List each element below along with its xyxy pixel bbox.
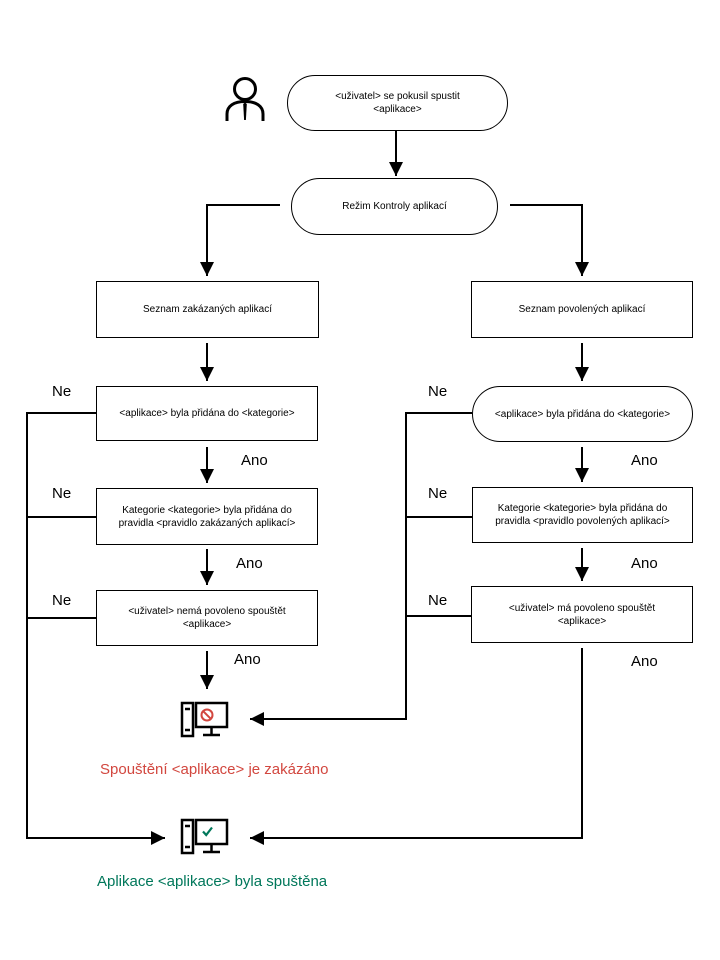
right-yes-label-2: Ano <box>631 555 658 572</box>
arrow-left-no-trunk-to-allowed <box>26 412 165 845</box>
left-step3-label: <uživatel> nemá povoleno spouštět <aplik… <box>128 606 286 630</box>
allowed-list-node: Seznam povolených aplikací <box>471 281 693 338</box>
left-yes-label-2: Ano <box>236 555 263 572</box>
right-step3-node: <uživatel> má povoleno spouštět <aplikac… <box>471 586 693 643</box>
user-icon <box>225 77 265 121</box>
allowed-list-label: Seznam povolených aplikací <box>518 304 646 315</box>
allowed-computer-icon <box>180 818 229 855</box>
allowed-result-caption: Aplikace <aplikace> byla spuštěna <box>97 873 328 890</box>
left-step2-node: Kategorie <kategorie> byla přidána do pr… <box>96 488 318 545</box>
arrow-right-step3-yes-to-allowed <box>250 648 583 845</box>
left-yes-label-1: Ano <box>241 452 268 469</box>
left-no-label-3: Ne <box>52 592 72 609</box>
right-step3-label: <uživatel> má povoleno spouštět <aplikac… <box>508 602 656 627</box>
left-step2-label: Kategorie <kategorie> byla přidána do pr… <box>118 504 296 529</box>
mode-node: Režim Kontroly aplikací <box>291 178 498 235</box>
start-node-label: <uživatel> se pokusil spustit <aplikace> <box>335 91 460 115</box>
arrow-mode-to-allowed-list <box>510 204 589 276</box>
right-no-label-3: Ne <box>428 592 448 609</box>
left-no-label-1: Ne <box>52 383 72 400</box>
right-no-label-2: Ne <box>428 485 448 502</box>
left-no-label-2: Ne <box>52 485 72 502</box>
left-step1-node: <aplikace> byla přidána do <kategorie> <box>96 386 318 441</box>
blocked-computer-icon <box>180 701 229 738</box>
blocked-result-caption: Spouštění <aplikace> je zakázáno <box>100 761 329 778</box>
right-step1-label: <aplikace> byla přidána do <kategorie> <box>494 408 671 420</box>
right-yes-label-1: Ano <box>631 452 658 469</box>
right-yes-label-3: Ano <box>631 653 658 670</box>
arrow-right-no-trunk-to-blocked <box>250 412 472 726</box>
left-step1-label: <aplikace> byla přidána do <kategorie> <box>119 408 295 419</box>
left-yes-label-3: Ano <box>234 651 261 668</box>
right-step2-node: Kategorie <kategorie> byla přidána do pr… <box>472 487 693 543</box>
blocked-list-node: Seznam zakázaných aplikací <box>96 281 319 338</box>
arrow-mode-to-blocked-list <box>200 204 280 276</box>
left-step3-node: <uživatel> nemá povoleno spouštět <aplik… <box>96 590 318 646</box>
blocked-list-label: Seznam zakázaných aplikací <box>143 304 272 315</box>
right-step2-label: Kategorie <kategorie> byla přidána do pr… <box>495 503 670 527</box>
right-step1-node: <aplikace> byla přidána do <kategorie> <box>472 386 693 442</box>
mode-node-label: Režim Kontroly aplikací <box>342 201 447 212</box>
right-no-label-1: Ne <box>428 383 448 400</box>
start-node: <uživatel> se pokusil spustit <aplikace> <box>287 75 508 131</box>
